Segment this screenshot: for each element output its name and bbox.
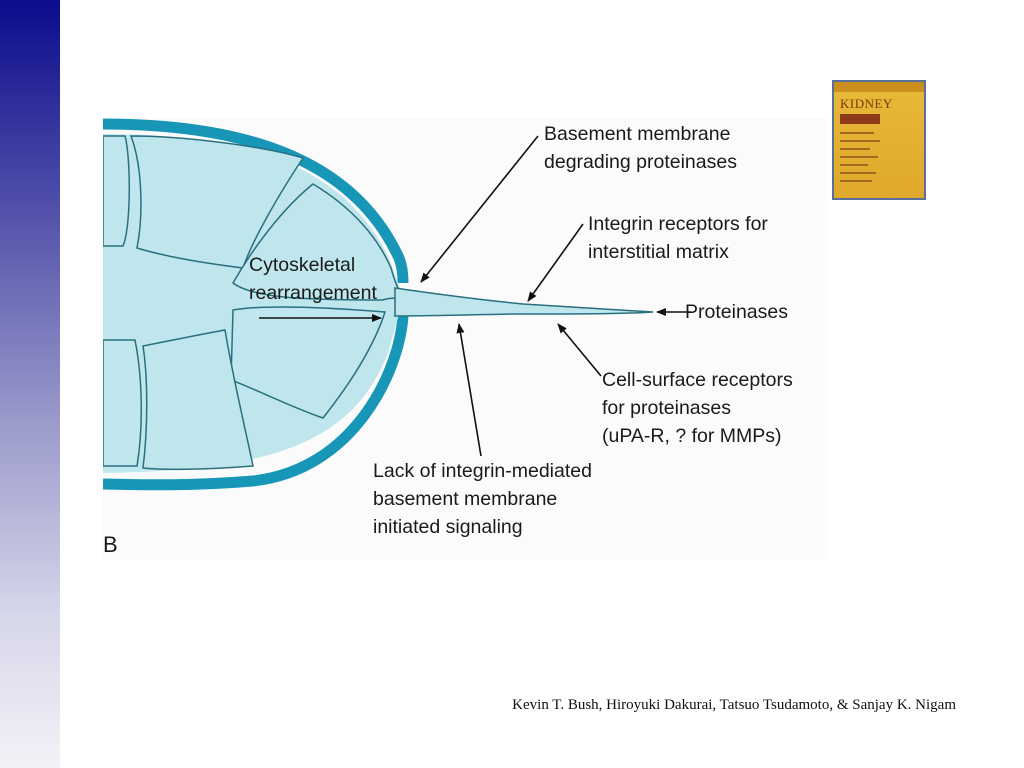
figure-panel: Basement membrane degrading proteinases … bbox=[103, 118, 828, 560]
panel-letter: B bbox=[103, 532, 118, 557]
basement-membrane bbox=[103, 118, 409, 284]
cell-diagram bbox=[103, 118, 691, 491]
citation: Kevin T. Bush, Hiroyuki Dakurai, Tatsuo … bbox=[512, 697, 956, 713]
label-cytoskeletal: Cytoskeletal rearrangement bbox=[249, 254, 377, 304]
book-label-band bbox=[840, 114, 880, 124]
epithelial-cell bbox=[230, 306, 387, 419]
epithelial-cell bbox=[103, 135, 131, 247]
epithelial-cell bbox=[129, 135, 305, 269]
epithelial-cell bbox=[103, 339, 142, 467]
book-cover-thumbnail: KIDNEY bbox=[832, 80, 926, 200]
basement-membrane-lower bbox=[103, 315, 409, 491]
label-proteinases: Proteinases bbox=[685, 301, 788, 323]
arrow-basement-degrading bbox=[420, 135, 539, 283]
book-title: KIDNEY bbox=[840, 96, 893, 111]
cell-protrusion bbox=[394, 287, 654, 317]
label-basement-degrading: Basement membrane degrading proteinases bbox=[544, 123, 737, 173]
arrow-integrin-receptors bbox=[527, 223, 584, 302]
label-lack-integrin: Lack of integrin-mediated basement membr… bbox=[373, 460, 592, 538]
arrow-lack-integrin bbox=[456, 323, 482, 457]
gradient-side-bar bbox=[0, 0, 60, 768]
label-cell-surface: Cell-surface receptors for proteinases (… bbox=[602, 369, 793, 447]
book-top-band bbox=[834, 82, 924, 92]
arrow-cell-surface bbox=[557, 323, 602, 377]
label-integrin-receptors: Integrin receptors for interstitial matr… bbox=[588, 213, 768, 263]
epithelial-cell bbox=[232, 183, 405, 301]
epithelial-cell bbox=[142, 329, 254, 471]
